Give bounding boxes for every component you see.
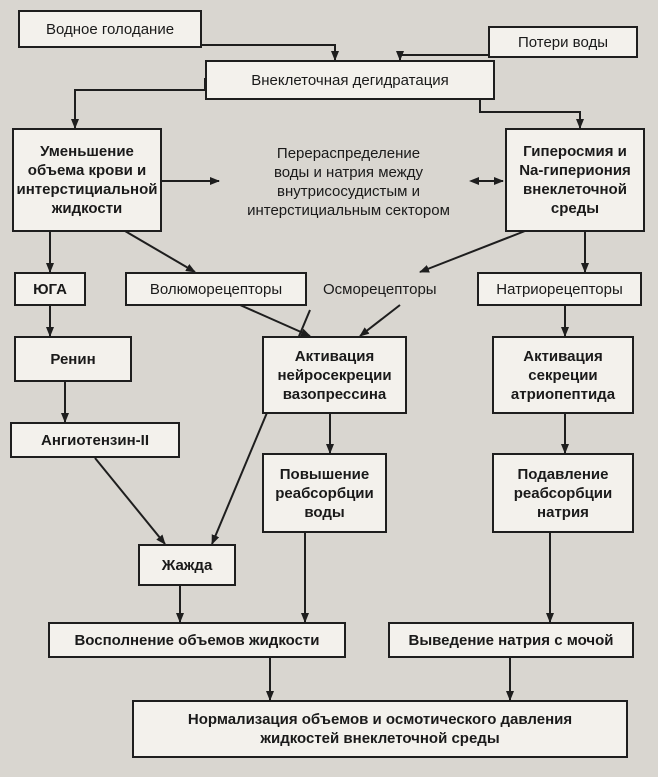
node-angiotensin: Ангиотензин-II — [10, 422, 180, 458]
node-normalization: Нормализация объемов и осмотического дав… — [132, 700, 628, 758]
node-fluid-volume-restoration: Восполнение объемов жидкости — [48, 622, 346, 658]
node-volume-receptors: Волюморецепторы — [125, 272, 307, 306]
node-redistribution: Перераспределение воды и натрия между вн… — [247, 145, 450, 219]
node-thirst: Жажда — [138, 544, 236, 586]
node-natrium-receptors: Натриорецепторы — [477, 272, 642, 306]
node-renin: Ренин — [14, 336, 132, 382]
node-extracellular-dehydration: Внеклеточная дегидратация — [205, 60, 495, 100]
arrow-starvation-to-dehydration — [199, 32, 339, 61]
arrow-dehydration-to-blood — [71, 78, 206, 129]
node-vasopressin-activation: Активация нейросекреции вазопрессина — [262, 336, 407, 414]
node-yuga: ЮГА — [14, 272, 86, 306]
arrow-osmo-to-vasopressin — [359, 304, 401, 337]
node-sodium-excretion: Выведение натрия с мочой — [388, 622, 634, 658]
node-hyperosmia: Гиперосмия и Na-гипериония внеклеточной … — [505, 128, 645, 232]
node-osmoreceptors: Осморецепторы — [323, 281, 437, 298]
node-blood-volume-decrease: Уменьшение объема крови и интерстициальн… — [12, 128, 162, 232]
arrow-hyperosmia-to-osmo — [419, 230, 526, 273]
node-water-reabsorption: Повышение реабсорбции воды — [262, 453, 387, 533]
arrow-volume-to-vasopressin — [239, 304, 311, 337]
arrow-angiotensin-to-thirst — [94, 457, 166, 545]
node-water-loss: Потери воды — [488, 26, 638, 58]
arrow-blood-to-volume — [124, 230, 196, 273]
node-atriopeptide-activation: Активация секреции атриопептида — [492, 336, 634, 414]
node-sodium-reabsorption-suppression: Подавление реабсорбции натрия — [492, 453, 634, 533]
arrow-dehydration-to-hyperosmia — [479, 82, 584, 129]
node-water-starvation: Водное голодание — [18, 10, 202, 48]
arrow-loss-to-dehydration — [396, 48, 501, 61]
